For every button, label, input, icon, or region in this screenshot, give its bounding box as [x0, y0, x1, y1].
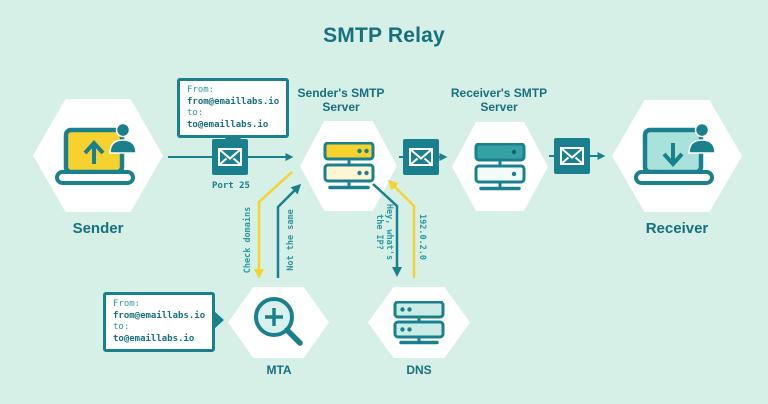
- not-the-same-label: Not the same: [286, 209, 296, 271]
- check-domains-label: Check domains: [243, 206, 253, 274]
- dns-node: [368, 287, 470, 358]
- sender-label: Sender: [72, 220, 124, 237]
- envelope-icon: [554, 138, 590, 174]
- mta-label: MTA: [266, 363, 292, 377]
- dns-label: DNS: [406, 363, 432, 377]
- ask-ip-label: Hey, what's the IP?: [374, 204, 394, 260]
- page-title: SMTP Relay: [323, 24, 445, 47]
- from-label: From:: [113, 299, 141, 309]
- laptop-download-with-user-icon: [634, 122, 716, 185]
- bubble-tail-down: [224, 137, 242, 147]
- envelope-icon: [403, 139, 439, 175]
- to-address: to@emaillabs.io: [113, 333, 195, 344]
- server-stack-icon: [393, 300, 445, 344]
- receiver-node: [612, 100, 742, 212]
- from-address: from@emaillabs.io: [113, 310, 206, 321]
- server-stack-icon: [323, 142, 374, 190]
- email-headers-bubble-bottom: From: from@emaillabs.io to: to@emaillabs…: [103, 292, 225, 352]
- sender-node: [33, 99, 163, 212]
- server-stack-icon: [474, 142, 526, 190]
- to-label: to:: [187, 108, 204, 118]
- senders-smtp-server-label: Sender's SMTP Server: [297, 86, 385, 114]
- from-label: From:: [187, 85, 215, 95]
- bubble-tail-right: [214, 311, 225, 329]
- mta-node: [228, 287, 329, 358]
- ask-ip-line2: the IP?: [374, 214, 384, 250]
- from-address: from@emaillabs.io: [187, 96, 280, 107]
- receiver-label: Receiver: [645, 220, 709, 237]
- senders-smtp-server-node: [300, 121, 397, 211]
- laptop-upload-with-user-icon: [55, 122, 137, 185]
- email-headers-bubble-top: From: from@emaillabs.io to: to@emaillabs…: [177, 78, 290, 147]
- to-address: to@emaillabs.io: [187, 119, 269, 130]
- magnifier-plus-icon: [253, 296, 303, 346]
- receivers-smtp-server-node: [452, 122, 548, 211]
- ask-ip-line1: Hey, what's: [384, 203, 394, 261]
- ip-answer-label: 192.0.2.0: [417, 213, 427, 261]
- receivers-smtp-server-label: Receiver's SMTP Server: [450, 86, 548, 114]
- to-label: to:: [113, 322, 130, 332]
- port-25-label: Port 25: [212, 181, 250, 191]
